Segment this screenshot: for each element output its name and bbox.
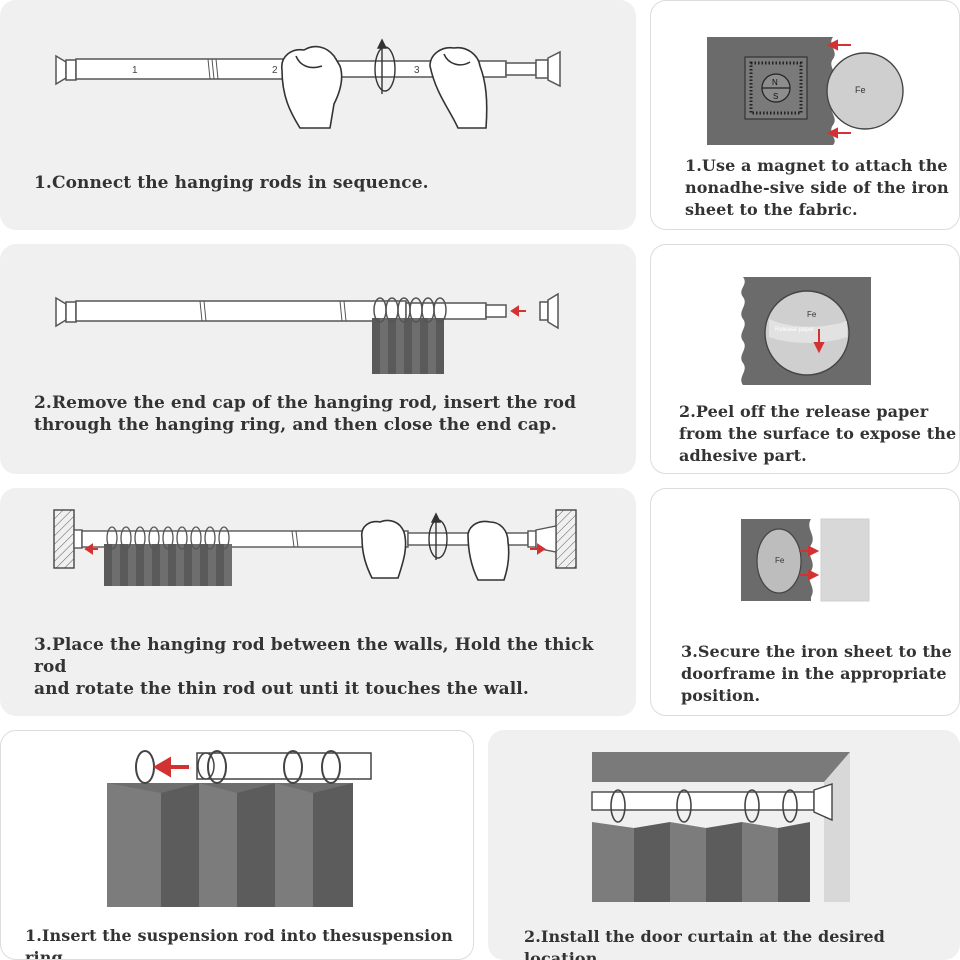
red-arrow-icon xyxy=(826,39,851,139)
peel-paper-illustration: Fe Release paper xyxy=(741,277,871,385)
step2-end-cap-caption: 2.Remove the end cap of the hanging rod,… xyxy=(34,393,577,435)
red-arrow-icon xyxy=(153,756,189,778)
step3-walls-caption: 3.Place the hanging rod between the wall… xyxy=(34,635,594,699)
red-arrow-icon xyxy=(799,545,820,581)
panel-insert-rod: 1.Insert the suspension rod into thesusp… xyxy=(0,730,474,960)
curtain-panel xyxy=(107,783,353,907)
install-step2-caption: 2.Install the door curtain at the desire… xyxy=(524,927,885,960)
fe-label-1: Fe xyxy=(855,85,866,95)
panel-connect-rods: 1 2 3 1.Connect the hanging rods in sequ… xyxy=(0,0,636,230)
install-curtain-illustration xyxy=(591,752,850,902)
fe-label-2: Fe xyxy=(807,310,817,319)
doorframe xyxy=(820,518,870,602)
right-wall xyxy=(555,509,577,569)
magnet-icon: N S xyxy=(744,56,808,120)
release-paper-label: Release paper xyxy=(775,327,814,333)
rotate-arrow-icon xyxy=(374,38,396,94)
iron-sheet-icon: Fe xyxy=(756,528,802,594)
iron-sheet-icon: Fe Release paper xyxy=(764,290,850,376)
panel-place-between-walls: 3.Place the hanging rod between the wall… xyxy=(0,488,636,716)
segment-label-3: 3 xyxy=(414,65,420,76)
rod-connect-illustration: 1 2 3 xyxy=(55,38,561,129)
hands-icon xyxy=(360,519,510,581)
magnet-step3-caption: 3.Secure the iron sheet to the doorframe… xyxy=(681,642,952,705)
magnet-step2-caption: 2.Peel off the release paper from the su… xyxy=(679,402,957,465)
red-arrow-icon xyxy=(813,329,825,354)
magnet-step1-caption: 1.Use a magnet to attach the nonadhe-siv… xyxy=(685,156,949,219)
curtain-panel xyxy=(592,822,810,902)
left-wall xyxy=(53,509,75,569)
rod-walls-illustration xyxy=(53,509,577,586)
panel-peel-release-paper: Fe Release paper 2.Peel off the release … xyxy=(650,244,960,474)
segment-label-2: 2 xyxy=(272,65,278,76)
step1-connect-caption: 1.Connect the hanging rods in sequence. xyxy=(34,173,429,193)
fe-label-3: Fe xyxy=(775,556,785,565)
iron-sheet-icon: Fe xyxy=(826,52,904,130)
red-arrow-icon xyxy=(84,543,546,555)
install-step1-caption: 1.Insert the suspension rod into thesusp… xyxy=(25,926,453,960)
insert-rod-illustration xyxy=(107,750,372,907)
magnet-s-label: S xyxy=(773,92,778,101)
panel-secure-iron-sheet: Fe 3.Secure the iron sheet to the doorfr… xyxy=(650,488,960,716)
curtain-panel xyxy=(372,318,444,374)
magnet-attach-illustration: N S Fe xyxy=(707,37,904,145)
red-arrow-icon xyxy=(510,305,526,317)
panel-install-curtain: 2.Install the door curtain at the desire… xyxy=(488,730,960,960)
doorframe-illustration: Fe xyxy=(741,518,870,602)
panel-magnet-attach: N S Fe 1.Use a magnet to attach the nona… xyxy=(650,0,960,230)
panel-remove-end-cap: 2.Remove the end cap of the hanging rod,… xyxy=(0,244,636,474)
hands-icon xyxy=(281,45,488,129)
rotate-arrow-icon xyxy=(428,512,448,560)
rod-ring-illustration xyxy=(55,292,559,374)
segment-label-1: 1 xyxy=(132,65,138,76)
curtain-panel xyxy=(104,544,232,586)
magnet-n-label: N xyxy=(772,78,778,87)
